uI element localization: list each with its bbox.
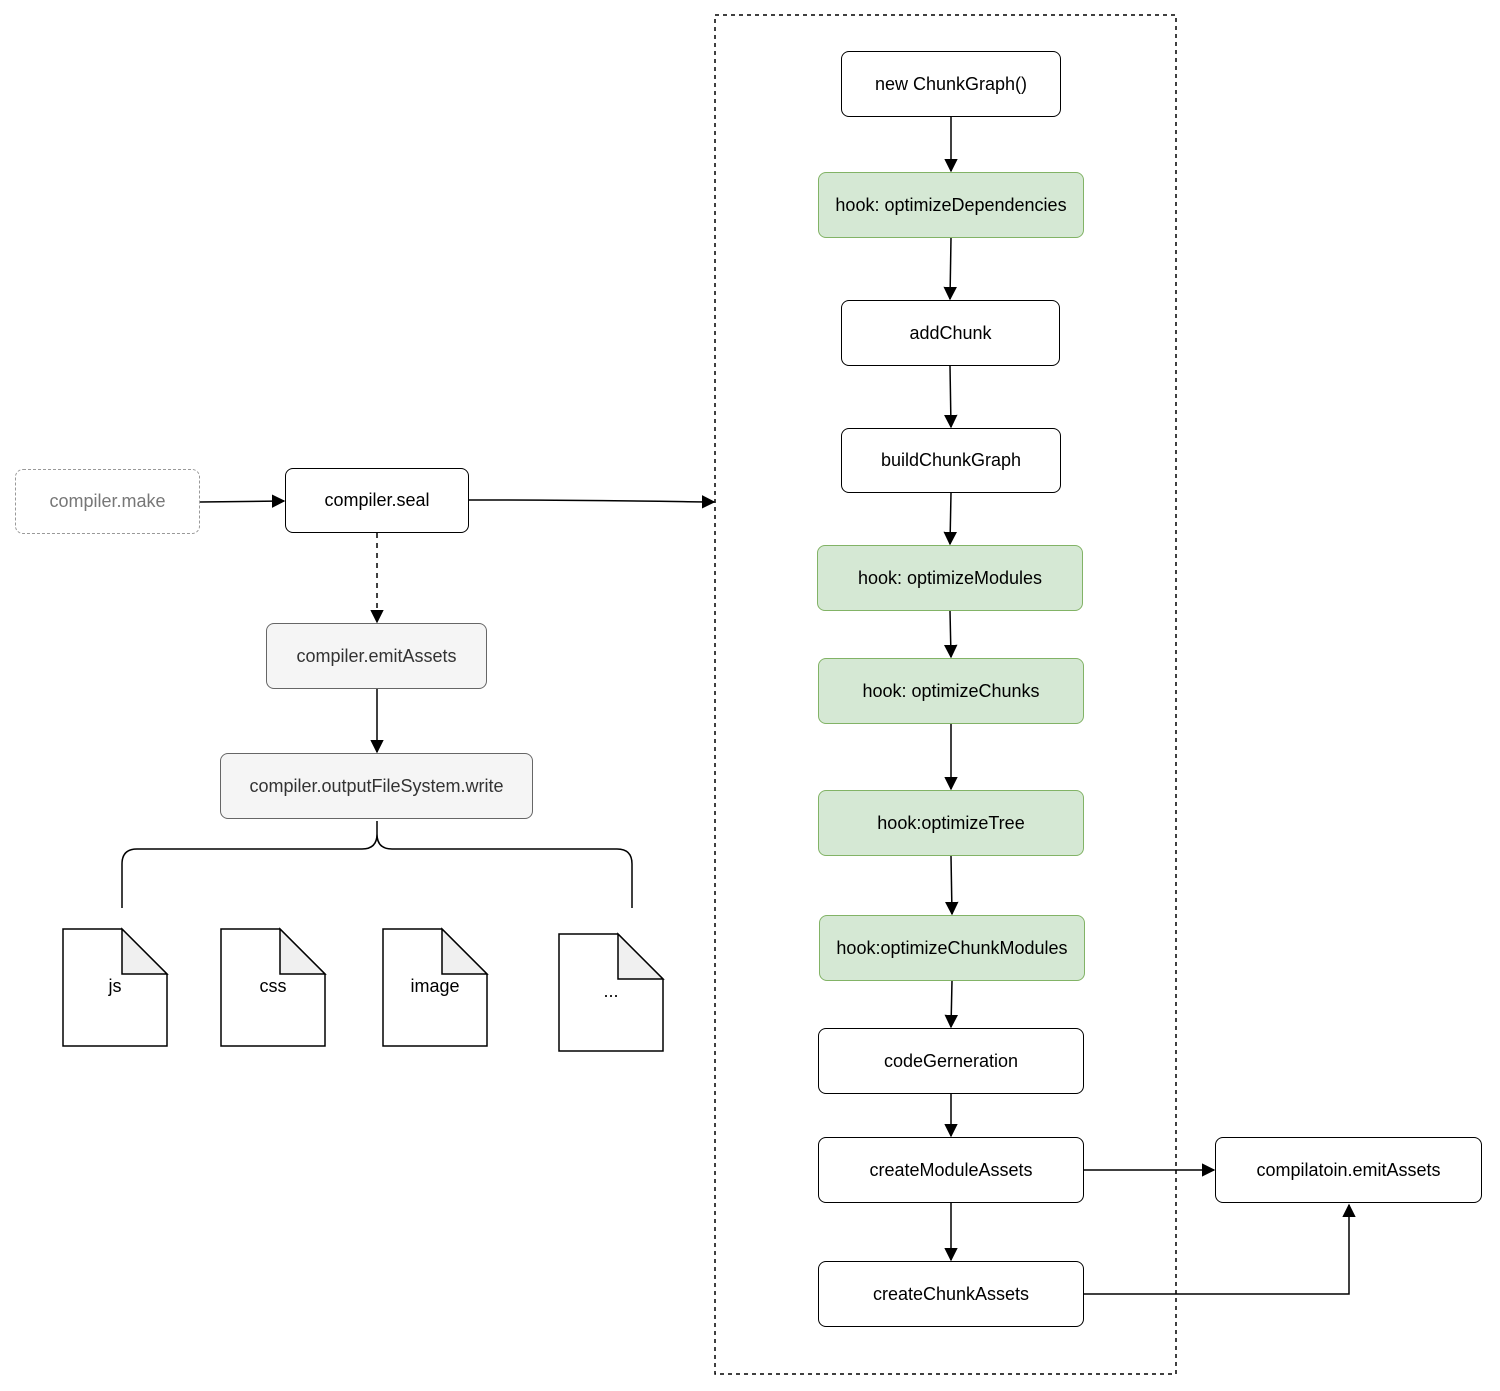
step-hook-optimize-tree: hook:optimizeTree (818, 790, 1084, 856)
seal-phase-container (714, 14, 1177, 1375)
edge-step-3-4 (944, 365, 958, 429)
step-add-chunk: addChunk (841, 300, 1060, 366)
file-icon-more (558, 932, 665, 1052)
step-code-generation: codeGerneration (818, 1028, 1084, 1094)
step-new-chunkgraph: new ChunkGraph() (841, 51, 1061, 117)
compiler-make-node: compiler.make (15, 469, 200, 534)
file-icon-css (220, 927, 327, 1047)
step-hook-optimize-dependencies: hook: optimizeDependencies (818, 172, 1084, 238)
compilation-emitassets-node: compilatoin.emitAssets (1215, 1137, 1482, 1203)
step-hook-optimize-modules: hook: optimizeModules (817, 545, 1083, 611)
file-icon-image (382, 927, 489, 1047)
file-label-css: css (259, 976, 287, 996)
step-build-chunkgraph: buildChunkGraph (841, 428, 1061, 493)
output-filesystem-write-node: compiler.outputFileSystem.write (220, 753, 533, 819)
files-brace (121, 821, 633, 908)
file-label-image: image (410, 976, 460, 996)
edge-step-4-5 (943, 492, 957, 546)
file-label-more: ... (603, 981, 619, 1001)
edge-step-7-8 (945, 855, 959, 916)
edge-step-2-3 (943, 237, 957, 301)
compiler-seal-node: compiler.seal (285, 468, 469, 533)
step-create-chunk-assets: createChunkAssets (818, 1261, 1084, 1327)
step-hook-optimize-chunk-modules: hook:optimizeChunkModules (819, 915, 1085, 981)
edge-step-5-6 (943, 610, 958, 659)
edge-make-to-seal (199, 494, 286, 508)
step-create-module-assets: createModuleAssets (818, 1137, 1084, 1203)
compiler-emitassets-node: compiler.emitAssets (266, 623, 487, 689)
file-label-js: js (108, 976, 122, 996)
edge-step-8-9 (944, 980, 959, 1029)
file-icon-js (62, 927, 169, 1047)
edge-chunkassets-to-emit (1084, 1203, 1356, 1295)
step-hook-optimize-chunks: hook: optimizeChunks (818, 658, 1084, 724)
edge-seal-to-container (468, 495, 716, 509)
